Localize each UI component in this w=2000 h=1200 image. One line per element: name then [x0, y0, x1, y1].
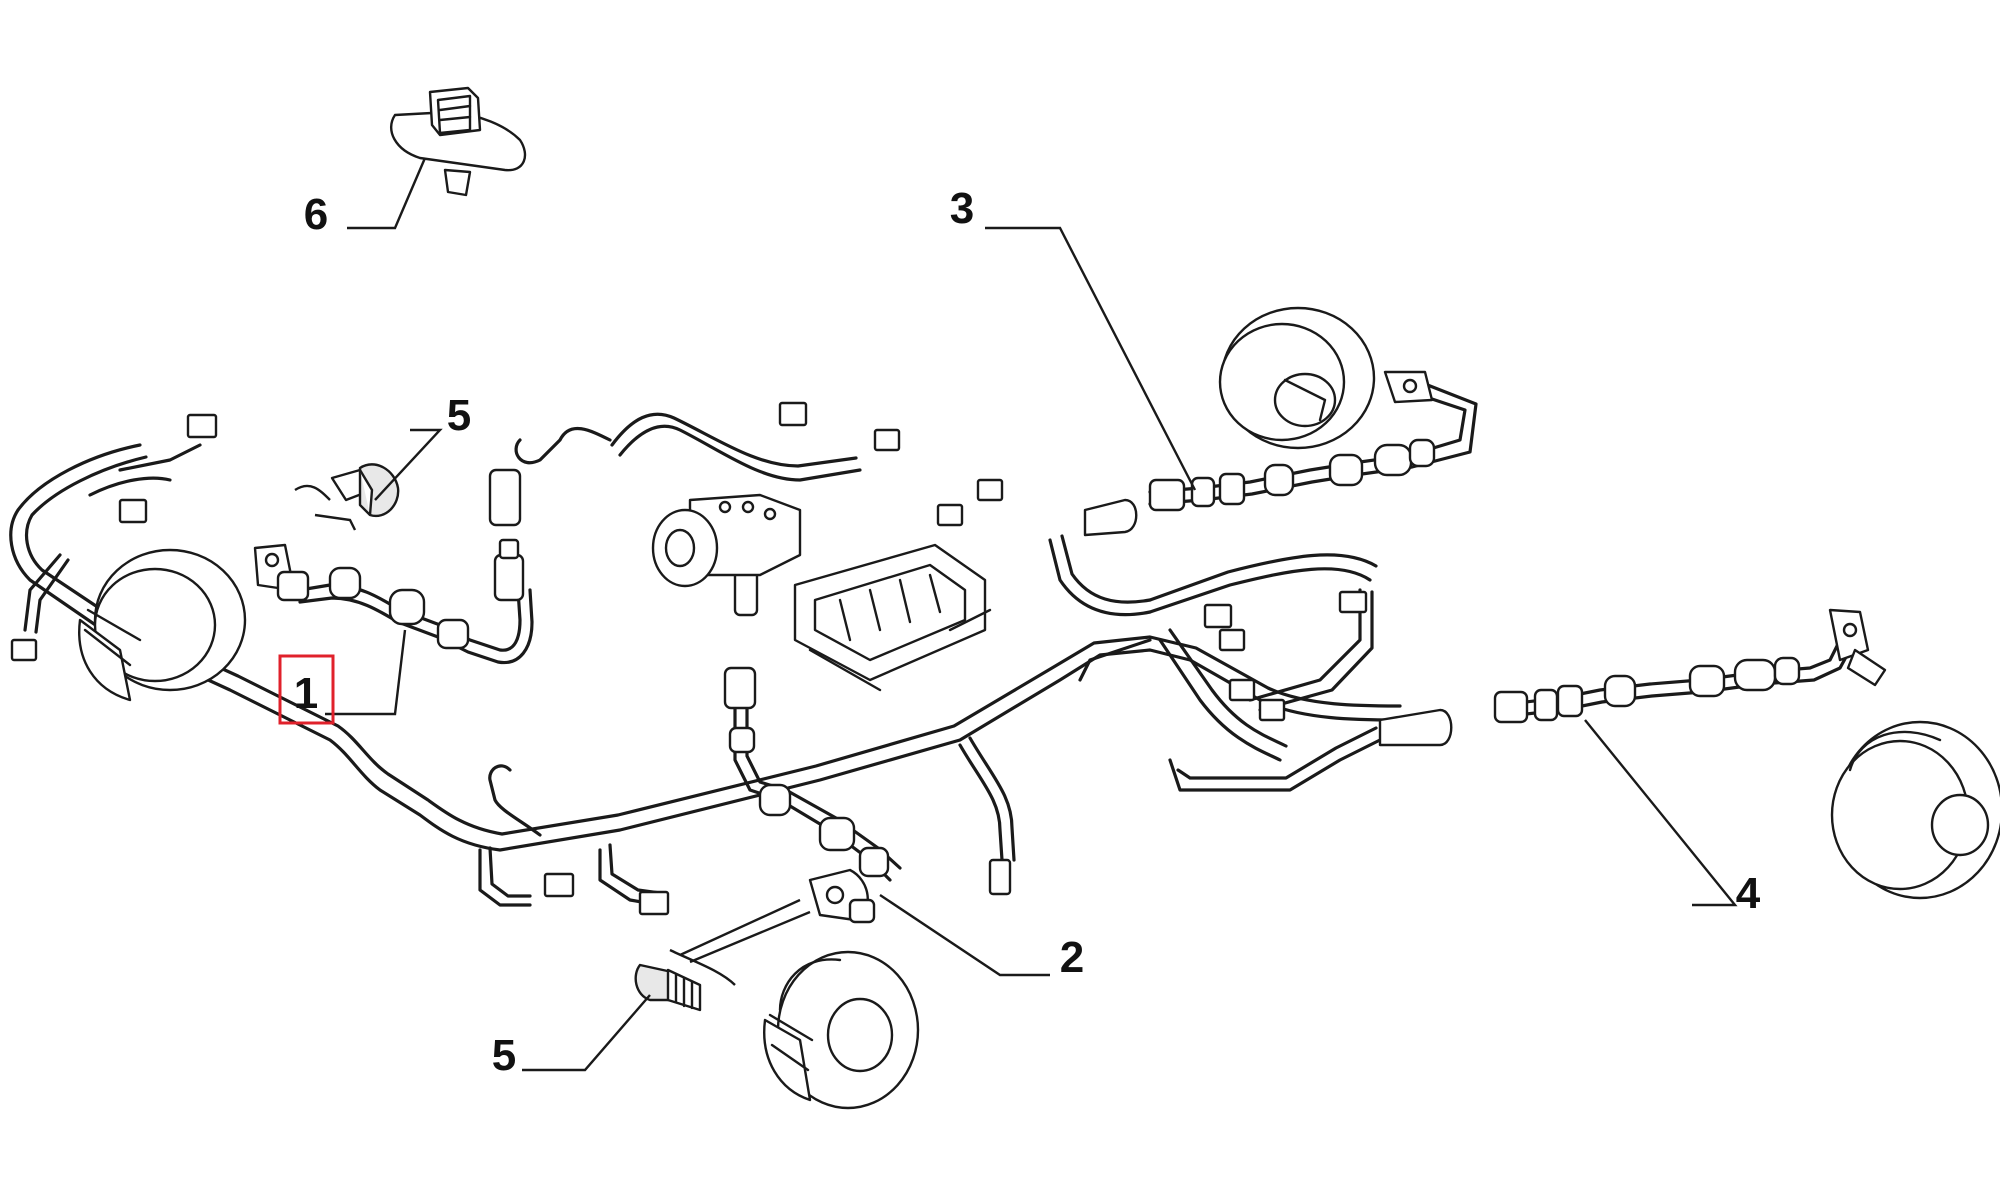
- leader-line-3: [985, 226, 1197, 491]
- rear-left-wheel-hub: [1830, 720, 2000, 900]
- connector-plug: [1378, 708, 1453, 747]
- sensor-4-rear-left-wheel-speed: [1493, 608, 1887, 724]
- leader-line-5-upper: [374, 428, 443, 501]
- part-6-clip: [390, 86, 527, 197]
- leader-line-1: [325, 629, 407, 716]
- sensor-3-rear-right-wheel-speed: [1148, 370, 1478, 512]
- connector-plug: [988, 858, 1012, 896]
- connector-block: [778, 401, 808, 427]
- part-5-lower-bolt: [634, 898, 811, 1012]
- callout-5-lower[interactable]: 5: [492, 1031, 516, 1080]
- connector-block: [1218, 628, 1246, 652]
- abs-control-unit: [651, 493, 992, 692]
- connector-block: [10, 638, 38, 662]
- leader-line-6: [347, 157, 427, 230]
- sensor-1-front-left-wheel-speed: [253, 538, 534, 665]
- connector-block: [1228, 678, 1256, 702]
- leader-line-2: [879, 894, 1050, 977]
- connector-plug: [488, 468, 522, 527]
- callout-5-upper[interactable]: 5: [447, 391, 471, 440]
- callout-4[interactable]: 4: [1736, 869, 1761, 918]
- connector-block: [1338, 590, 1368, 614]
- front-left-wheel-hub: [78, 548, 247, 702]
- connector-block: [186, 413, 218, 439]
- callout-6[interactable]: 6: [304, 190, 328, 239]
- callout-labels: 1 2 3 4 5 5 6: [278, 184, 1761, 1080]
- connector-block: [1258, 698, 1286, 722]
- leader-line-4: [1584, 719, 1738, 907]
- rear-right-wheel-hub: [1218, 306, 1376, 450]
- connector-block: [638, 890, 670, 916]
- callout-2[interactable]: 2: [1060, 933, 1084, 982]
- callout-1[interactable]: 1: [294, 669, 318, 718]
- part-5-upper-bolt: [294, 463, 400, 531]
- harness-connectors: [10, 401, 1453, 916]
- connector-block: [118, 498, 148, 524]
- connector-plug: [1083, 498, 1138, 537]
- main-wiring-harness: [9, 412, 1402, 907]
- connector-block: [976, 478, 1004, 502]
- front-right-wheel-hub: [763, 950, 920, 1110]
- connector-block: [936, 503, 964, 527]
- leader-line-5-lower: [522, 994, 651, 1072]
- callout-3[interactable]: 3: [950, 184, 974, 233]
- leader-lines: [325, 157, 1738, 1072]
- connector-block: [873, 428, 901, 452]
- connector-block: [543, 872, 575, 898]
- connector-block: [1203, 603, 1233, 629]
- callout-1-highlight-box: [278, 654, 335, 725]
- sensor-2-front-right-wheel-speed: [723, 666, 902, 924]
